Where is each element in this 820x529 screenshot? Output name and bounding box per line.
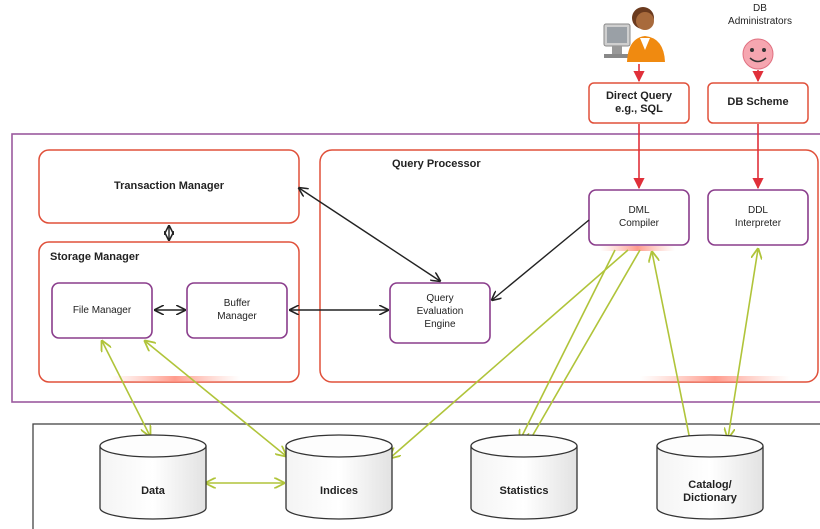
arrow-dml-to-statistics-a [520,249,616,440]
buffer-manager-box [186,282,288,339]
catalog-label: Catalog/ Dictionary [683,479,737,504]
arrow-dml-to-evaluation [492,219,590,300]
arrow-transaction-evaluation [299,188,440,281]
query-evaluation-engine-label: Query Evaluation Engine [416,293,464,330]
dml-compiler-label: DML Compiler [618,205,659,229]
user-icon [603,7,665,62]
arrow-catalog-to-dml [652,252,691,441]
indices-label: Indices [320,485,358,497]
statistics-cylinder [470,434,578,520]
dml-compiler-box [588,189,690,246]
direct-query-box [588,82,690,124]
ddl-interpreter-box [707,189,809,246]
storage-manager-label: Storage Manager [50,251,140,263]
arrow-filemanager-data [102,341,150,436]
arrow-dml-to-indices [390,249,629,458]
direct-query-label: Direct Query e.g., SQL [605,90,673,115]
db-admin-smiley-icon [742,38,774,70]
db-scheme-label: DB Scheme [727,96,789,108]
db-admins-label: DB Administrators [728,3,792,27]
arrow-dml-to-statistics-b [529,249,641,441]
query-evaluation-engine-box [389,282,491,344]
catalog-cylinder [656,434,764,520]
file-manager-label: File Manager [72,305,132,316]
statistics-label: Statistics [499,485,549,497]
dbms-frame [11,133,820,403]
query-processor-glow [640,376,790,382]
query-processor-label: Query Processor [392,158,481,170]
file-manager-box [51,282,153,339]
db-scheme-box [707,82,809,124]
buffer-manager-label: Buffer Manager [217,298,257,322]
arrow-ddl-catalog [728,249,758,438]
ddl-interpreter-label: DDL Interpreter [734,205,782,229]
arrow-filemanager-indices [145,341,286,456]
data-cylinder [99,434,207,520]
storage-manager-glow [110,376,240,382]
data-label: Data [141,485,165,497]
query-processor-box [319,149,819,383]
indices-cylinder [285,434,393,520]
dml-compiler-glow [600,246,675,251]
transaction-manager-label: Transaction Manager [113,180,225,192]
